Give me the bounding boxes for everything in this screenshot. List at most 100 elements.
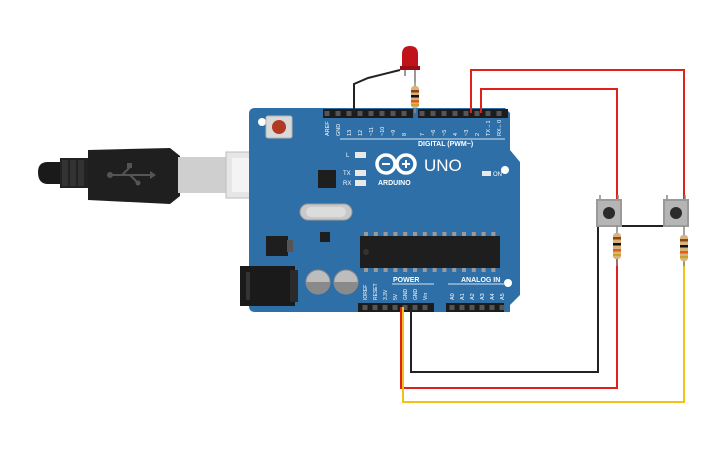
pin-hole[interactable] — [379, 111, 385, 116]
l-led — [355, 152, 366, 158]
digital-pin-label: 12 — [358, 130, 364, 136]
digital-header-left — [323, 109, 413, 118]
model-label: UNO — [424, 156, 462, 175]
red-led[interactable] — [400, 46, 420, 82]
rx-led-label: RX — [343, 181, 351, 187]
wire-red-pin3[interactable] — [470, 69, 685, 200]
wire-black-gnd[interactable] — [410, 222, 599, 373]
power-pin-label: 5V — [393, 293, 399, 300]
digital-pin-label: ~3 — [464, 130, 470, 136]
power-header-label: POWER — [393, 277, 419, 284]
led-resistor[interactable] — [411, 82, 419, 113]
analog-header — [446, 303, 504, 312]
pin-hole[interactable] — [412, 305, 418, 310]
digital-pin-label: ~5 — [442, 130, 448, 136]
pin-hole[interactable] — [469, 305, 475, 310]
wire-yellow-5v[interactable] — [402, 262, 685, 403]
power-pin-label: IOREF — [363, 285, 369, 300]
digital-pin-label: 4 — [453, 133, 459, 136]
pin-hole[interactable] — [449, 305, 455, 310]
power-jack[interactable] — [240, 266, 298, 306]
tx-led-label: TX — [343, 171, 351, 177]
digital-pin-label: 7 — [420, 133, 426, 136]
push-button-right[interactable] — [663, 195, 689, 227]
pin-hole[interactable] — [474, 111, 480, 116]
pin-hole[interactable] — [368, 111, 374, 116]
analog-pin-label: A1 — [460, 293, 466, 300]
mounting-hole — [501, 166, 509, 174]
bottom-pin-holes — [362, 305, 505, 310]
wire-black-led-gnd[interactable] — [353, 69, 401, 113]
pin-hole[interactable] — [324, 111, 330, 116]
pin-hole[interactable] — [382, 305, 388, 310]
resistor-right[interactable] — [680, 226, 688, 266]
reset-button[interactable] — [265, 115, 293, 139]
pin-hole[interactable] — [335, 111, 341, 116]
l-led-label: L — [346, 153, 350, 159]
pin-hole[interactable] — [346, 111, 352, 116]
pin-hole[interactable] — [463, 111, 469, 116]
digital-pin-label: TX→1 — [486, 120, 492, 136]
pin-hole[interactable] — [499, 305, 505, 310]
digital-pin-label: 13 — [347, 130, 353, 136]
digital-header-right — [418, 109, 508, 118]
digital-pin-label: ~10 — [380, 127, 386, 136]
pin-hole[interactable] — [419, 111, 425, 116]
mounting-hole — [504, 279, 512, 287]
pin-hole[interactable] — [452, 111, 458, 116]
push-button-left[interactable] — [596, 195, 622, 227]
pin-hole[interactable] — [357, 111, 363, 116]
pin-hole[interactable] — [479, 305, 485, 310]
brand-label: ARDUINO — [378, 180, 411, 187]
power-pin-label: 3.3V — [383, 289, 389, 300]
pin-hole[interactable] — [390, 111, 396, 116]
pin-hole[interactable] — [392, 305, 398, 310]
capacitor — [305, 269, 331, 295]
pin-hole[interactable] — [362, 305, 368, 310]
on-led-label: ON — [493, 172, 502, 178]
digital-pin-label: ~11 — [369, 127, 375, 136]
pin-hole[interactable] — [496, 111, 502, 116]
power-pin-label: RESET — [373, 283, 379, 300]
mounting-hole — [258, 118, 266, 126]
pin-hole[interactable] — [422, 305, 428, 310]
analog-pin-label: A2 — [470, 293, 476, 300]
arduino-infinity-logo-icon — [375, 153, 417, 175]
power-pin-label: GND — [413, 289, 419, 301]
power-pin-label: Vin — [423, 293, 429, 300]
analog-pin-label: A0 — [450, 293, 456, 300]
pin-hole[interactable] — [372, 305, 378, 310]
usb-chip — [318, 170, 336, 188]
analog-pin-label: A5 — [500, 293, 506, 300]
resistor-left[interactable] — [613, 226, 621, 266]
pin-hole[interactable] — [401, 111, 407, 116]
rx-led — [355, 180, 366, 186]
pin-hole[interactable] — [485, 111, 491, 116]
small-chip — [320, 232, 330, 242]
digital-pin-label: GND — [336, 124, 342, 136]
digital-pin-label: 2 — [475, 133, 481, 136]
digital-pin-label: AREF — [325, 121, 331, 136]
pin-hole[interactable] — [402, 305, 408, 310]
digital-pin-holes — [324, 111, 502, 116]
atmega-microcontroller — [360, 232, 500, 272]
wire-red-pin2[interactable] — [480, 88, 618, 200]
pin-hole[interactable] — [459, 305, 465, 310]
digital-pin-label: ~9 — [391, 130, 397, 136]
analog-pin-label: A3 — [480, 293, 486, 300]
analog-pin-label: A4 — [490, 293, 496, 300]
usb-symbol-icon — [107, 163, 156, 186]
pin-hole[interactable] — [430, 111, 436, 116]
pin-hole[interactable] — [441, 111, 447, 116]
digital-pin-label: 8 — [402, 133, 408, 136]
pin-hole[interactable] — [489, 305, 495, 310]
voltage-regulator — [266, 236, 288, 256]
wire-red-5v[interactable] — [400, 250, 618, 389]
capacitor — [333, 269, 359, 295]
digital-pin-label: RX←0 — [497, 120, 503, 136]
digital-header-label: DIGITAL (PWM~) — [418, 141, 473, 148]
